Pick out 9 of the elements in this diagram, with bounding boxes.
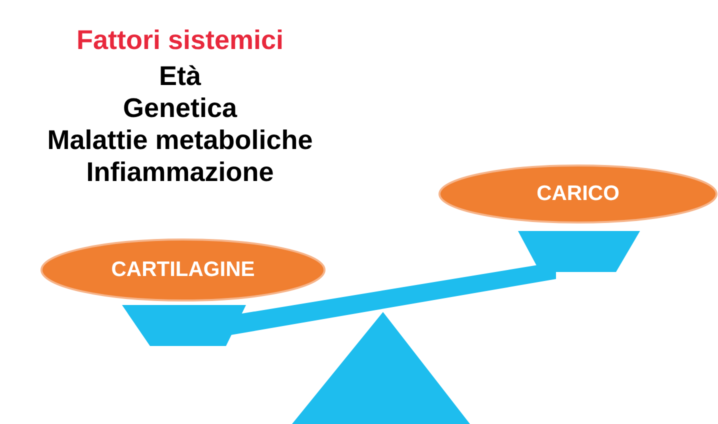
list-item: Genetica (122, 92, 238, 124)
pan-label: CARTILAGINE (110, 258, 256, 282)
heading: Fattori sistemici (75, 24, 285, 56)
pan-ellipse (438, 164, 718, 224)
list-item: Infiammazione (85, 156, 275, 188)
list-item: Età (158, 60, 202, 92)
list-item: Malattie metaboliche (46, 124, 314, 156)
pan-label: CARICO (536, 182, 620, 206)
pan-ellipse (40, 238, 326, 302)
